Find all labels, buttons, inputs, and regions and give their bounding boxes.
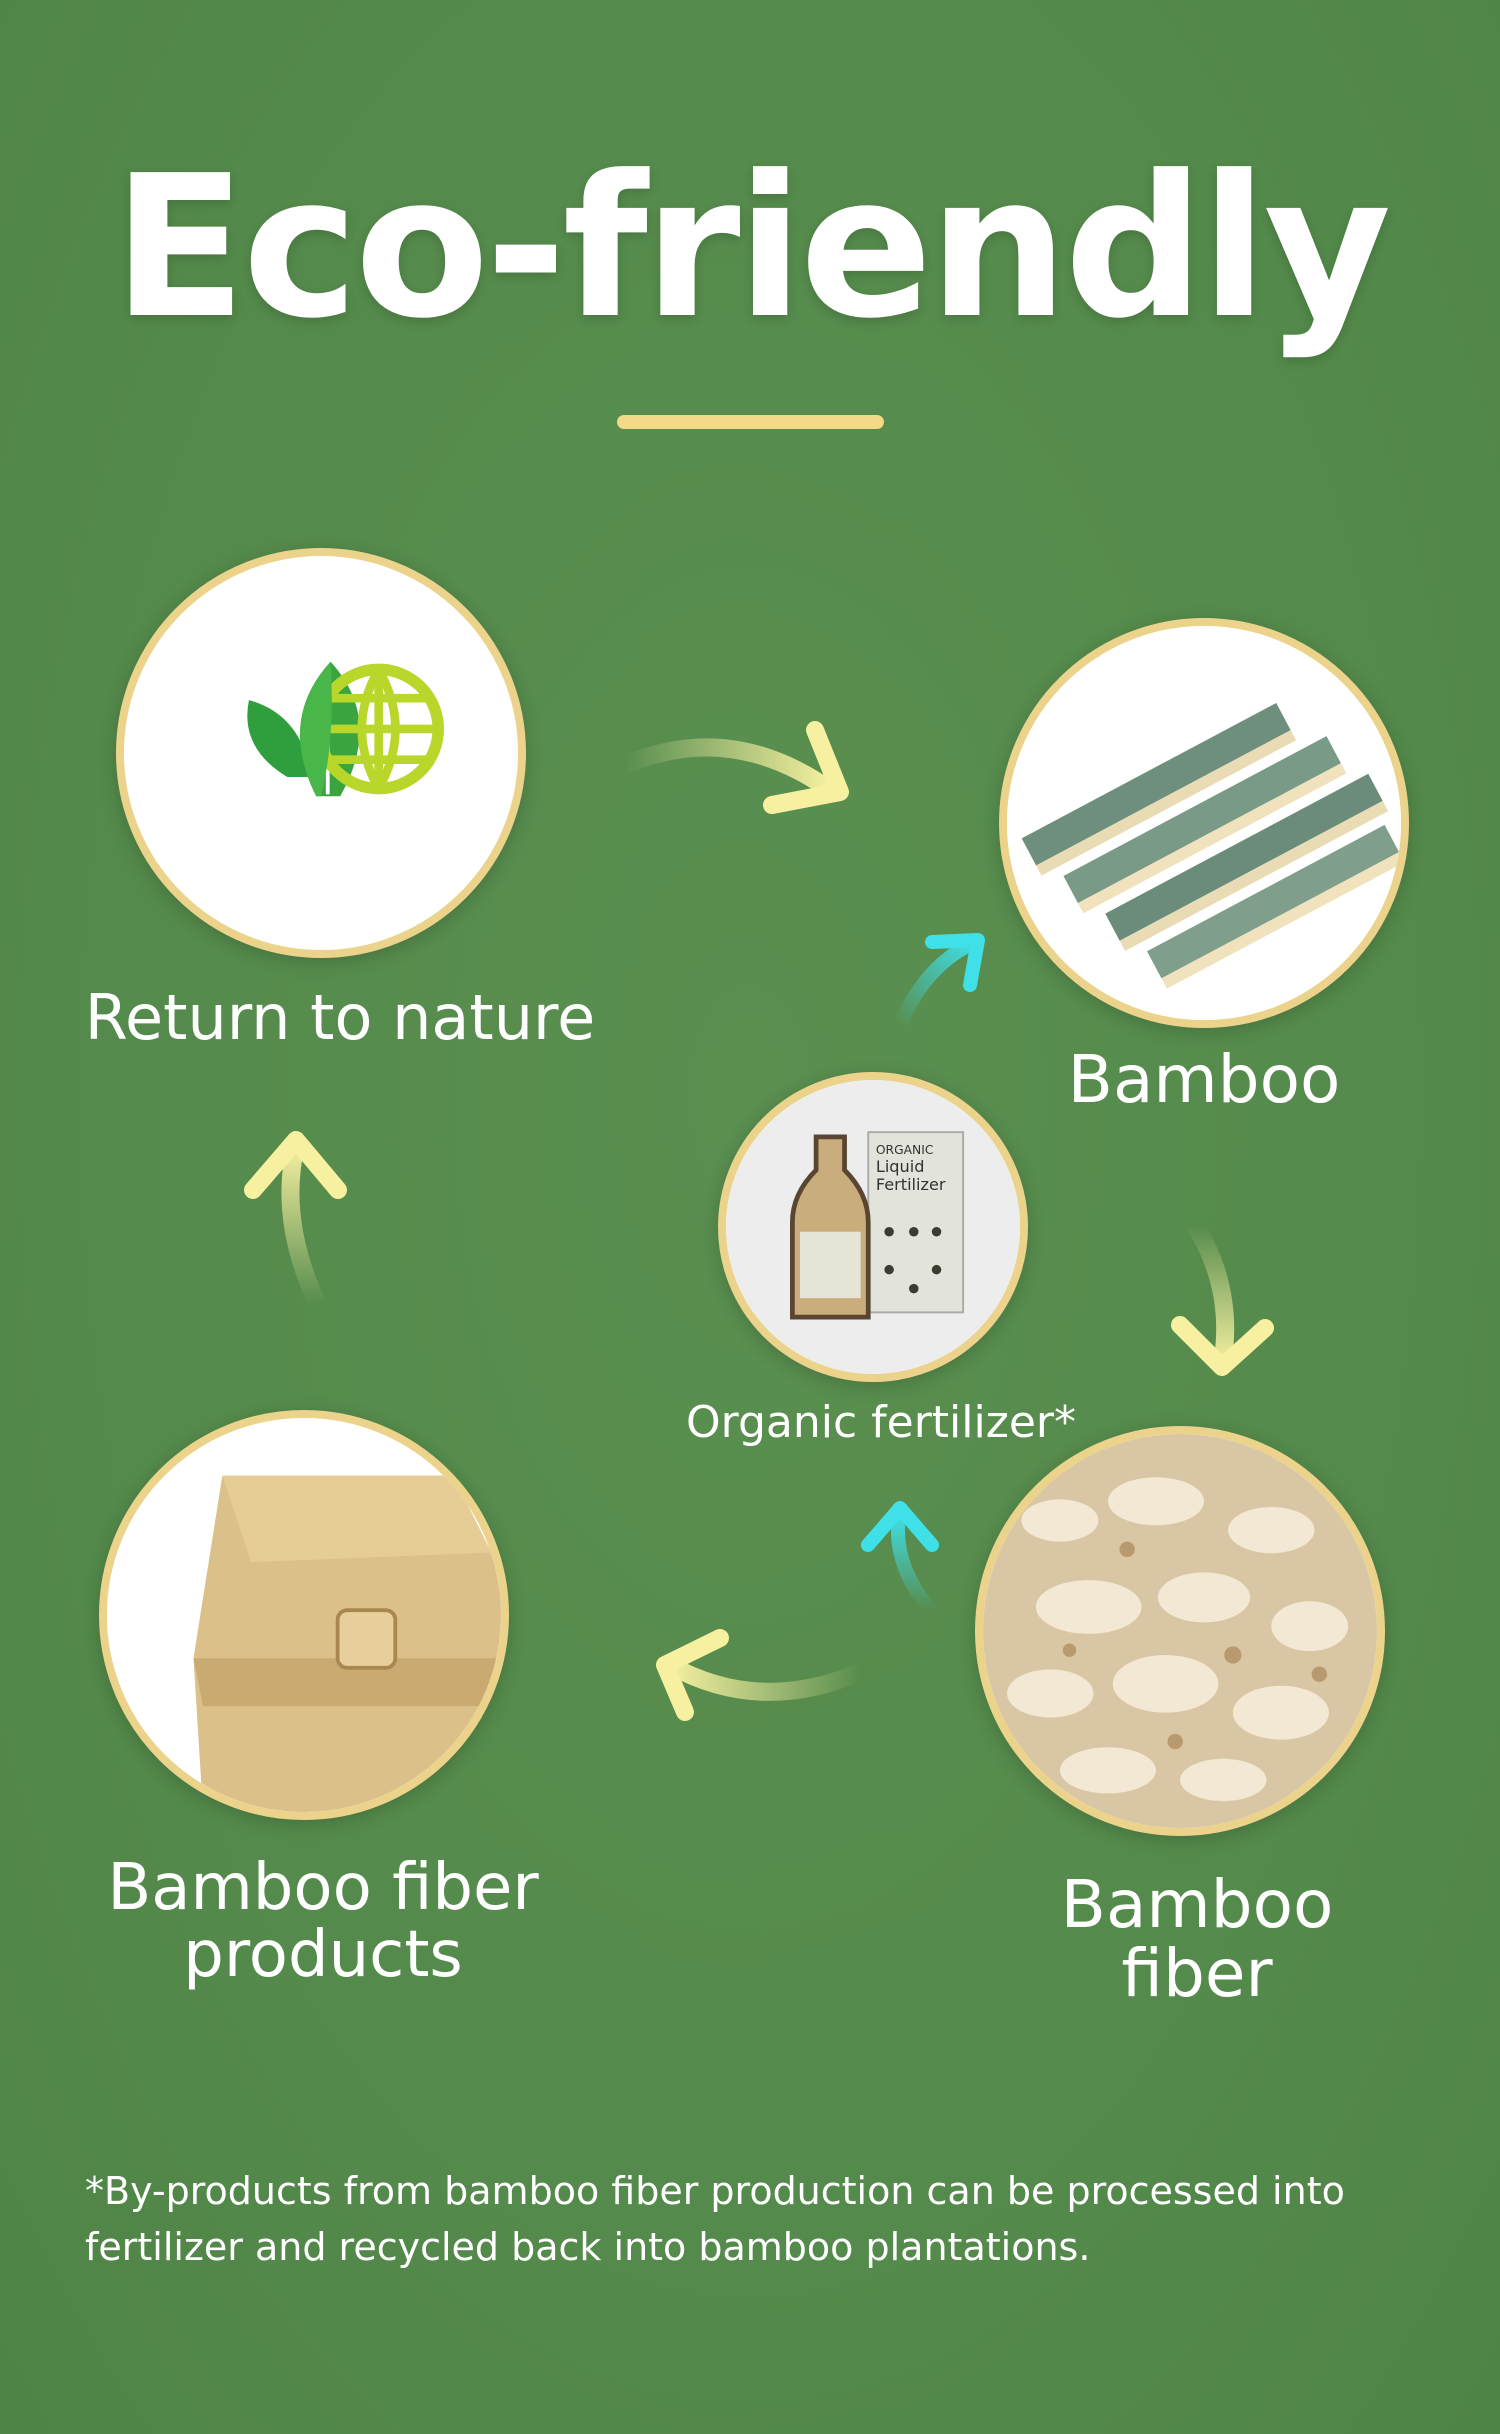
footnote: *By-products from bamboo fiber productio… [85, 2163, 1445, 2275]
bamboo-circle [999, 618, 1409, 1028]
return-to-nature-circle [116, 548, 526, 958]
bamboo-fiber-pulp-image [983, 1434, 1377, 1828]
organic-fertilizer-circle: ORGANIC Liquid Fertilizer [718, 1072, 1028, 1382]
bamboo-strips-image [1007, 626, 1401, 1020]
bamboo-fiber-products-label-line1: Bamboo fiber [107, 1851, 539, 1925]
arrow-nature-to-bamboo [616, 721, 849, 814]
footnote-line2: fertilizer and recycled back into bamboo… [85, 2225, 1091, 2269]
bamboo-label: Bamboo [1067, 1041, 1341, 1118]
package-text-line3: Fertilizer [876, 1175, 946, 1194]
bamboo-fiber-label-line1: Bamboo [1060, 1866, 1334, 1943]
arrow-fertilizer-to-bamboo [893, 933, 985, 1032]
fertilizer-bottle-image: ORGANIC Liquid Fertilizer [726, 1080, 1020, 1374]
page-title: Eco-friendly [112, 134, 1392, 362]
arrow-fiber-to-fertilizer [861, 1501, 939, 1617]
footnote-line1: *By-products from bamboo fiber productio… [85, 2169, 1345, 2213]
arrow-products-to-nature [244, 1131, 347, 1314]
egg-carton-image [107, 1418, 501, 1812]
title-underline [617, 415, 884, 429]
bamboo-fiber-products-circle [99, 1410, 509, 1820]
arrow-bamboo-to-fiber [1171, 1216, 1274, 1376]
bamboo-fiber-label-line2: fiber [1121, 1935, 1273, 2013]
return-to-nature-label: Return to nature [84, 981, 596, 1054]
arrow-fiber-to-products [656, 1629, 869, 1721]
organic-fertilizer-label: Organic fertilizer* [686, 1397, 1076, 1448]
bamboo-fiber-label: Bamboo fiber [1061, 1870, 1334, 2009]
package-text-line2: Liquid [876, 1157, 925, 1176]
package-text-line1: ORGANIC [876, 1143, 934, 1157]
bamboo-fiber-products-label: Bamboo fiber products [107, 1851, 539, 1993]
leaf-globe-icon [247, 661, 445, 797]
bamboo-fiber-products-label-line2: products [183, 1918, 463, 1993]
bamboo-fiber-circle [975, 1426, 1385, 1836]
